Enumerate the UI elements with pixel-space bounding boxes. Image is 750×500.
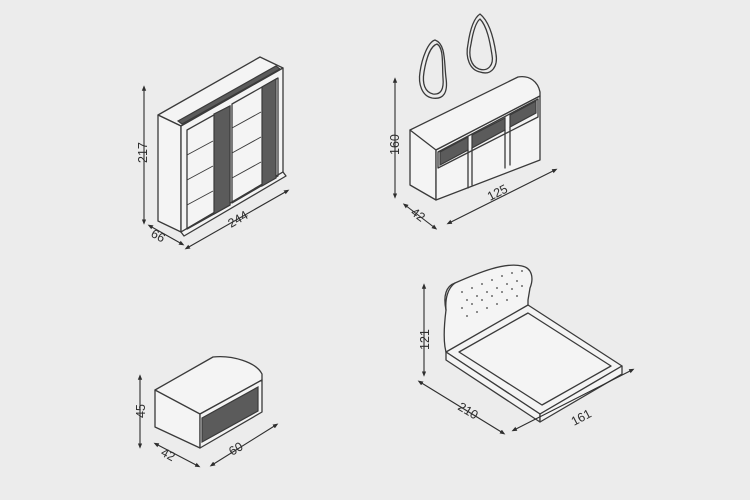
bed-width-label: 210 xyxy=(455,400,480,423)
nightstand-width-label: 60 xyxy=(226,439,245,458)
bed-drawing xyxy=(443,264,623,423)
nightstand-depth-label: 42 xyxy=(159,445,178,464)
wardrobe-height-label: 217 xyxy=(136,142,150,163)
headboard-tufting xyxy=(461,270,523,317)
wardrobe-width-label: 244 xyxy=(226,208,251,231)
nightstand-width-dimension xyxy=(209,423,279,467)
nightstand-height-label: 45 xyxy=(134,404,148,418)
wardrobe-drawing xyxy=(157,56,287,237)
bed-depth-dimension xyxy=(511,368,635,432)
nightstand-depth-dimension xyxy=(153,442,201,468)
vanity-width-label: 125 xyxy=(485,182,510,204)
bed-depth-label: 161 xyxy=(569,406,594,428)
nightstand-drawing xyxy=(154,356,263,449)
vanity-depth-dimension xyxy=(402,203,438,230)
wardrobe-depth-label: 66 xyxy=(149,226,168,245)
vanity-width-dimension xyxy=(446,168,558,225)
vanity-drawing xyxy=(409,13,541,201)
bed-width-dimension xyxy=(417,380,506,435)
vanity-depth-label: 42 xyxy=(408,205,428,225)
wardrobe-depth-dimension xyxy=(147,224,185,246)
bed-height-label: 121 xyxy=(418,329,432,350)
vanity-height-label: 160 xyxy=(388,134,402,155)
wardrobe-width-dimension xyxy=(184,189,290,250)
